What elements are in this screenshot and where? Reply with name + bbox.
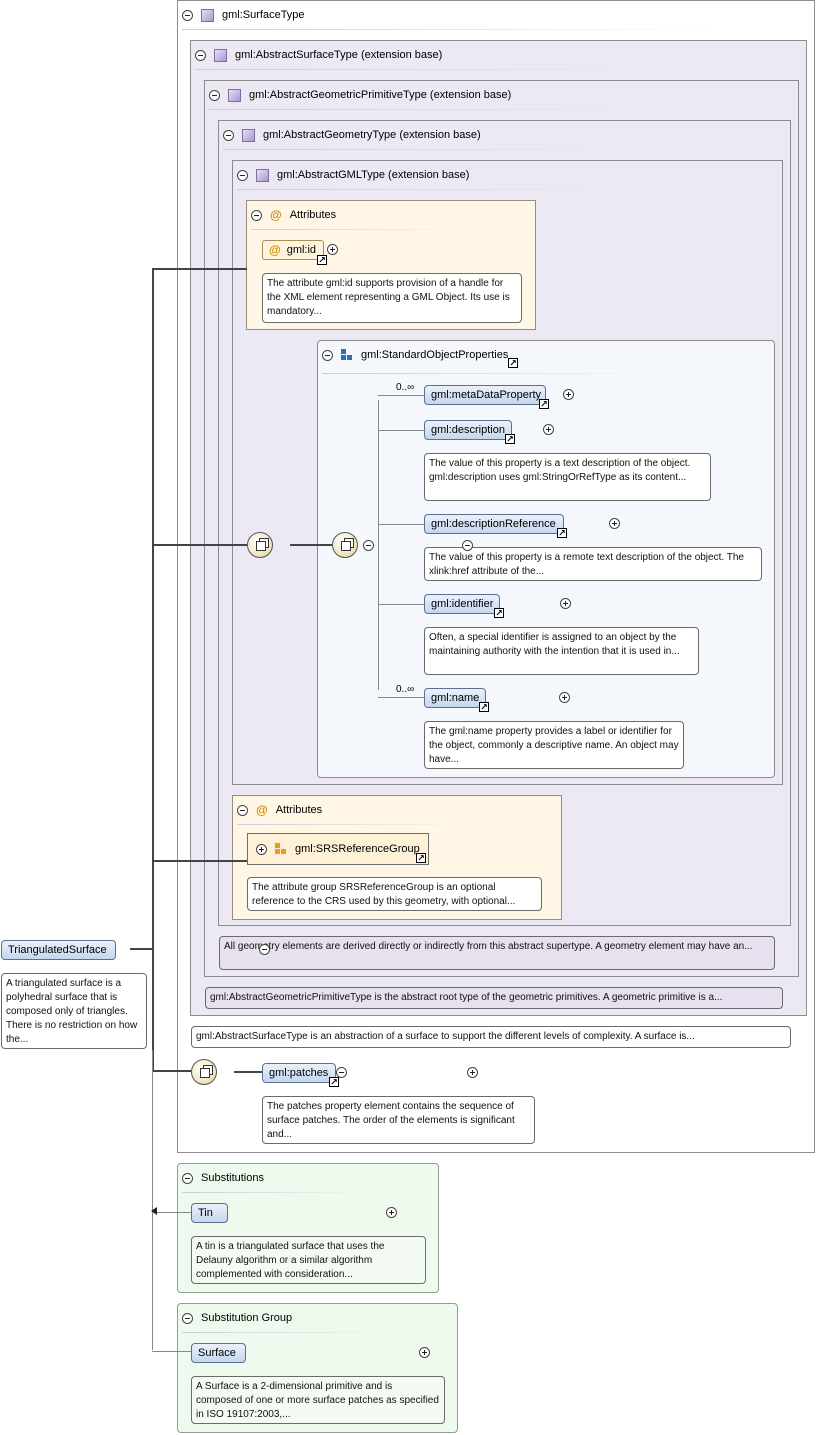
- abstract-geometric-primitive-note: gml:AbstractGeometricPrimitiveType is th…: [205, 987, 783, 1009]
- collapse-icon[interactable]: [237, 169, 248, 181]
- collapse-icon[interactable]: [462, 540, 474, 551]
- expand-icon[interactable]: [256, 843, 267, 855]
- substitution-line: [152, 1050, 153, 1350]
- complex-type-icon: [214, 48, 227, 62]
- srs-reference-group-note: The attribute group SRSReferenceGroup is…: [247, 877, 542, 911]
- attribute-icon: @: [270, 208, 282, 222]
- connector-line: [152, 860, 247, 862]
- cardinality-label: 0..∞: [396, 684, 415, 695]
- element-identifier[interactable]: gml:identifier: [424, 594, 500, 614]
- identifier-note: Often, a special identifier is assigned …: [424, 627, 699, 675]
- expand-icon[interactable]: [418, 1347, 430, 1358]
- collapse-icon[interactable]: [335, 1067, 347, 1078]
- collapse-icon[interactable]: [195, 49, 206, 61]
- reference-arrow-icon[interactable]: [494, 608, 504, 618]
- description-note: The value of this property is a text des…: [424, 453, 711, 501]
- tin-note: A tin is a triangulated surface that use…: [191, 1236, 426, 1284]
- element-description-reference[interactable]: gml:descriptionReference: [424, 514, 564, 534]
- gml-id-note: The attribute gml:id supports provision …: [262, 273, 522, 323]
- abstract-surface-note: gml:AbstractSurfaceType is an abstractio…: [191, 1026, 791, 1048]
- attribute-icon: @: [269, 243, 281, 257]
- abstract-surface-type-label: gml:AbstractSurfaceType (extension base): [235, 49, 443, 61]
- reference-arrow-icon[interactable]: [317, 255, 327, 265]
- reference-arrow-icon[interactable]: [479, 702, 489, 712]
- substitution-group-label: Substitution Group: [201, 1312, 293, 1324]
- attributes-label: Attributes: [289, 209, 337, 221]
- substitutions-label: Substitutions: [201, 1172, 264, 1184]
- expand-icon[interactable]: [560, 598, 572, 609]
- arrow-left-icon: [151, 1207, 157, 1215]
- element-tin[interactable]: Tin: [191, 1203, 228, 1223]
- complex-type-icon: [201, 8, 214, 22]
- sequence-compositor-icon[interactable]: [191, 1059, 217, 1085]
- connector-line: [152, 268, 247, 270]
- expand-icon[interactable]: [559, 692, 571, 703]
- sequence-compositor-icon[interactable]: [332, 532, 358, 558]
- complex-type-icon: [228, 88, 241, 102]
- standard-object-properties-label: gml:StandardObjectProperties: [361, 349, 509, 361]
- reference-arrow-icon[interactable]: [505, 434, 515, 444]
- element-surface[interactable]: Surface: [191, 1343, 246, 1363]
- element-metadata-property[interactable]: gml:metaDataProperty: [424, 385, 546, 405]
- name-note: The gml:name property provides a label o…: [424, 721, 684, 769]
- expand-icon[interactable]: [543, 424, 555, 435]
- reference-arrow-icon[interactable]: [329, 1077, 339, 1087]
- element-patches[interactable]: gml:patches: [262, 1063, 336, 1083]
- connector-line: [152, 268, 154, 1071]
- collapse-icon[interactable]: [182, 1312, 193, 1324]
- abstract-geometry-type-label: gml:AbstractGeometryType (extension base…: [263, 129, 481, 141]
- patches-note: The patches property element contains th…: [262, 1096, 535, 1144]
- attribute-icon: @: [256, 803, 268, 817]
- attribute-group-icon: [275, 843, 287, 855]
- reference-arrow-icon[interactable]: [557, 528, 567, 538]
- reference-arrow-icon[interactable]: [539, 399, 549, 409]
- sequence-compositor-icon[interactable]: [247, 532, 273, 558]
- srs-reference-group-label: gml:SRSReferenceGroup: [295, 843, 420, 855]
- group-icon: [341, 349, 353, 361]
- element-name[interactable]: gml:name: [424, 688, 486, 708]
- surface-type-label: gml:SurfaceType: [222, 9, 305, 21]
- collapse-icon[interactable]: [363, 540, 375, 551]
- abstract-geometry-note: All geometry elements are derived direct…: [219, 936, 775, 970]
- collapse-icon[interactable]: [182, 9, 193, 21]
- collapse-icon[interactable]: [209, 89, 220, 101]
- connector-line: [152, 1070, 191, 1072]
- connector-line: [130, 948, 152, 950]
- element-description[interactable]: gml:description: [424, 420, 512, 440]
- expand-icon[interactable]: [385, 1207, 397, 1218]
- description-reference-note: The value of this property is a remote t…: [424, 547, 762, 581]
- connector-line: [152, 544, 247, 546]
- expand-icon[interactable]: [609, 518, 621, 529]
- connector-line: [290, 544, 332, 546]
- collapse-icon[interactable]: [322, 349, 333, 361]
- attribute-gml-id[interactable]: @ gml:id: [262, 240, 324, 260]
- root-element-triangulated-surface[interactable]: TriangulatedSurface: [1, 940, 116, 960]
- collapse-icon[interactable]: [237, 804, 248, 816]
- collapse-icon[interactable]: [182, 1172, 193, 1184]
- attributes-label: Attributes: [275, 804, 323, 816]
- connector-line: [234, 1071, 262, 1073]
- substitution-line: [155, 1212, 191, 1213]
- root-note: A triangulated surface is a polyhedral s…: [1, 973, 147, 1049]
- abstract-geometric-primitive-type-label: gml:AbstractGeometricPrimitiveType (exte…: [249, 89, 512, 101]
- cardinality-label: 0..∞: [396, 382, 415, 393]
- collapse-icon[interactable]: [258, 944, 270, 955]
- collapse-icon[interactable]: [251, 209, 262, 221]
- srs-reference-group[interactable]: gml:SRSReferenceGroup: [247, 833, 429, 865]
- attribute-gml-id-label: gml:id: [286, 244, 317, 256]
- substitution-line: [152, 1351, 191, 1352]
- reference-arrow-icon[interactable]: [416, 853, 426, 863]
- expand-icon[interactable]: [466, 1067, 478, 1078]
- complex-type-icon: [242, 128, 255, 142]
- abstract-gml-type-label: gml:AbstractGMLType (extension base): [277, 169, 470, 181]
- expand-icon[interactable]: [563, 389, 575, 400]
- expand-icon[interactable]: [327, 244, 338, 255]
- complex-type-icon: [256, 168, 269, 182]
- reference-arrow-icon[interactable]: [508, 358, 518, 368]
- surface-note: A Surface is a 2-dimensional primitive a…: [191, 1376, 445, 1424]
- collapse-icon[interactable]: [223, 129, 234, 141]
